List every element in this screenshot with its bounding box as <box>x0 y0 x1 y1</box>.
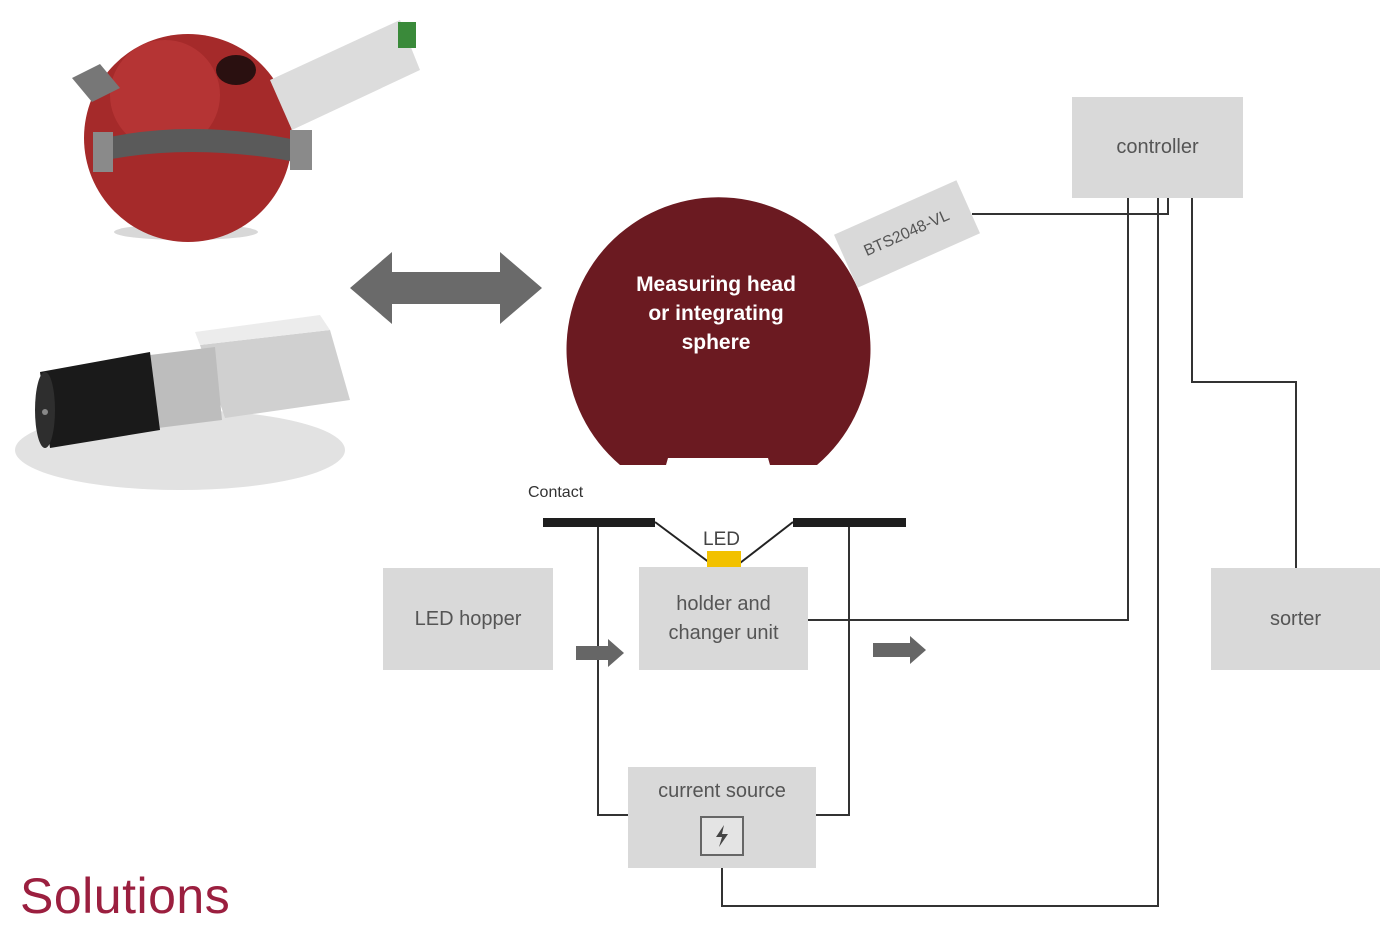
sphere-label: Measuring head or integrating sphere <box>636 273 796 354</box>
double-arrow <box>350 252 542 324</box>
contact-bar-right <box>793 518 906 527</box>
controller-label: controller <box>1116 136 1199 158</box>
sorter-box: sorter <box>1211 568 1380 670</box>
led-chip <box>707 551 741 567</box>
contact-label: Contact <box>528 484 584 501</box>
holder-changer-box: holder and changer unit <box>639 567 808 670</box>
current-source-box: current source <box>628 767 816 868</box>
led-hopper-box: LED hopper <box>383 568 553 670</box>
led-label: LED <box>703 529 740 550</box>
flow-arrow-out <box>873 636 926 664</box>
led-hopper-label: LED hopper <box>414 607 522 630</box>
flow-arrow-in <box>576 639 624 667</box>
sorter-label: sorter <box>1269 607 1322 630</box>
section-heading: Solutions <box>20 868 231 924</box>
holder-changer-label: holder and changer unit <box>668 592 779 644</box>
sphere-shape <box>566 197 871 465</box>
current-source-label: current source <box>658 780 786 802</box>
controller-box: controller <box>1072 97 1243 198</box>
lightning-icon <box>700 816 744 856</box>
measuring-head-photo <box>15 315 350 490</box>
integrating-sphere-photo <box>72 20 420 242</box>
contact-bar-left <box>543 518 655 527</box>
